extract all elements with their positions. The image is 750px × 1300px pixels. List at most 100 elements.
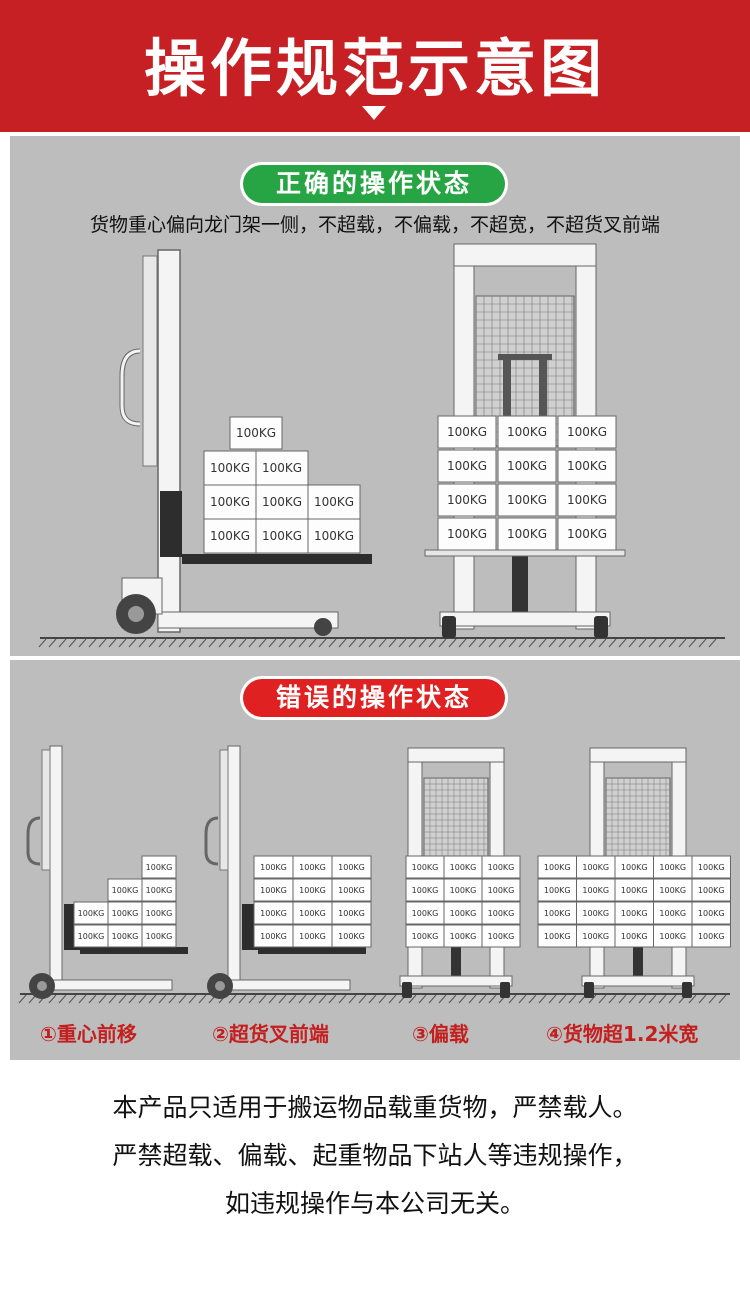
cargo-box: 100KG: [141, 878, 177, 902]
cargo-box: 100KG: [307, 518, 361, 554]
cargo-box: 100KG: [443, 855, 483, 879]
cargo-box: 100KG: [614, 878, 654, 902]
box-weight-label: 100KG: [260, 863, 287, 872]
box-weight-label: 100KG: [659, 863, 686, 872]
down-arrow-icon: [362, 106, 386, 120]
cargo-box: 100KG: [576, 924, 616, 948]
box-weight-label: 100KG: [447, 493, 487, 507]
box-weight-label: 100KG: [544, 932, 571, 941]
box-weight-label: 100KG: [78, 909, 105, 918]
box-weight-label: 100KG: [582, 886, 609, 895]
box-weight-label: 100KG: [450, 932, 477, 941]
box-weight-label: 100KG: [146, 886, 173, 895]
box-weight-label: 100KG: [112, 932, 139, 941]
box-weight-label: 100KG: [210, 529, 250, 543]
cargo-box: 100KG: [229, 416, 283, 450]
cargo-box: 100KG: [331, 901, 372, 925]
side-view-cargo: 100KG 100KG 100KG 100KG 100KG 100KG 100KG 100KG…: [203, 416, 361, 554]
notice-line-3: 如违规操作与本公司无关。: [224, 1189, 525, 1218]
box-weight-label: 100KG: [112, 886, 139, 895]
correct-description: 货物重心偏向龙门架一侧，不超载，不偏载，不超宽，不超货叉前端: [89, 214, 660, 236]
box-weight-label: 100KG: [488, 863, 515, 872]
box-weight-label: 100KG: [507, 493, 547, 507]
cargo-box: 100KG: [405, 878, 445, 902]
cargo-box: 100KG: [292, 878, 333, 902]
box-weight-label: 100KG: [146, 932, 173, 941]
cargo-box: 100KG: [691, 901, 731, 925]
cargo-box: 100KG: [497, 415, 557, 449]
box-weight-label: 100KG: [262, 495, 302, 509]
box-weight-label: 100KG: [146, 909, 173, 918]
header-banner: 操作规范示意图: [0, 0, 750, 132]
box-weight-label: 100KG: [236, 426, 276, 440]
cargo-box: 100KG: [203, 518, 257, 554]
cargo-box: 100KG: [331, 924, 372, 948]
box-weight-label: 100KG: [314, 495, 354, 509]
box-weight-label: 100KG: [338, 886, 365, 895]
box-weight-label: 100KG: [582, 863, 609, 872]
cargo-box: 100KG: [255, 518, 309, 554]
box-weight-label: 100KG: [262, 529, 302, 543]
cargo-box: 100KG: [307, 484, 361, 520]
box-weight-label: 100KG: [659, 909, 686, 918]
cargo-box: 100KG: [437, 415, 497, 449]
box-weight-label: 100KG: [567, 425, 607, 439]
cargo-box: 100KG: [497, 517, 557, 551]
error-label-over-fork: ②超货叉前端: [212, 1022, 329, 1046]
cargo-box: 100KG: [557, 483, 617, 517]
box-weight-label: 100KG: [621, 909, 648, 918]
box-weight-label: 100KG: [260, 932, 287, 941]
box-weight-label: 100KG: [412, 932, 439, 941]
box-weight-label: 100KG: [450, 863, 477, 872]
cargo-box: 100KG: [292, 924, 333, 948]
box-weight-label: 100KG: [698, 909, 725, 918]
cargo-box: 100KG: [443, 901, 483, 925]
box-weight-label: 100KG: [210, 495, 250, 509]
cargo-box: 100KG: [253, 924, 294, 948]
cargo-box: 100KG: [107, 901, 143, 925]
box-weight-label: 100KG: [488, 909, 515, 918]
cargo-box: 100KG: [73, 924, 109, 948]
cargo-box: 100KG: [292, 855, 333, 879]
box-weight-label: 100KG: [544, 863, 571, 872]
ground-line: [18, 993, 730, 1004]
cargo-box: 100KG: [437, 449, 497, 483]
box-weight-label: 100KG: [621, 886, 648, 895]
box-weight-label: 100KG: [299, 932, 326, 941]
box-weight-label: 100KG: [299, 886, 326, 895]
cargo-box: 100KG: [497, 483, 557, 517]
box-weight-label: 100KG: [507, 425, 547, 439]
box-weight-label: 100KG: [488, 932, 515, 941]
cargo-box: 100KG: [107, 924, 143, 948]
box-weight-label: 100KG: [112, 909, 139, 918]
cargo-box: 100KG: [141, 855, 177, 879]
cargo-box: 100KG: [203, 484, 257, 520]
box-weight-label: 100KG: [621, 932, 648, 941]
cargo-box: 100KG: [557, 517, 617, 551]
notice-line-2: 严禁超载、偏载、起重物品下站人等违规操作，: [112, 1141, 638, 1170]
cargo-box: 100KG: [253, 878, 294, 902]
cargo-box: 100KG: [653, 901, 693, 925]
box-weight-label: 100KG: [78, 932, 105, 941]
cargo-box: 100KG: [537, 924, 577, 948]
cargo-box: 100KG: [255, 450, 309, 486]
cargo-box: 100KG: [443, 878, 483, 902]
cargo-box: 100KG: [107, 878, 143, 902]
box-weight-label: 100KG: [338, 863, 365, 872]
box-weight-label: 100KG: [698, 932, 725, 941]
cargo-box: 100KG: [481, 924, 521, 948]
notice-line-1: 本产品只适用于搬运物品载重货物，严禁载人。: [112, 1093, 638, 1122]
box-weight-label: 100KG: [698, 863, 725, 872]
box-weight-label: 100KG: [698, 886, 725, 895]
box-weight-label: 100KG: [146, 863, 173, 872]
cargo-box: 100KG: [576, 855, 616, 879]
cargo-box: 100KG: [481, 901, 521, 925]
wrong-status-tag: 错误的操作状态: [243, 679, 505, 717]
box-weight-label: 100KG: [299, 909, 326, 918]
box-weight-label: 100KG: [412, 863, 439, 872]
box-weight-label: 100KG: [450, 886, 477, 895]
correct-operation-panel: 正确的操作状态 货物重心偏向龙门架一侧，不超载，不偏载，不超宽，不超货叉前端 1…: [10, 136, 740, 656]
box-weight-label: 100KG: [659, 932, 686, 941]
